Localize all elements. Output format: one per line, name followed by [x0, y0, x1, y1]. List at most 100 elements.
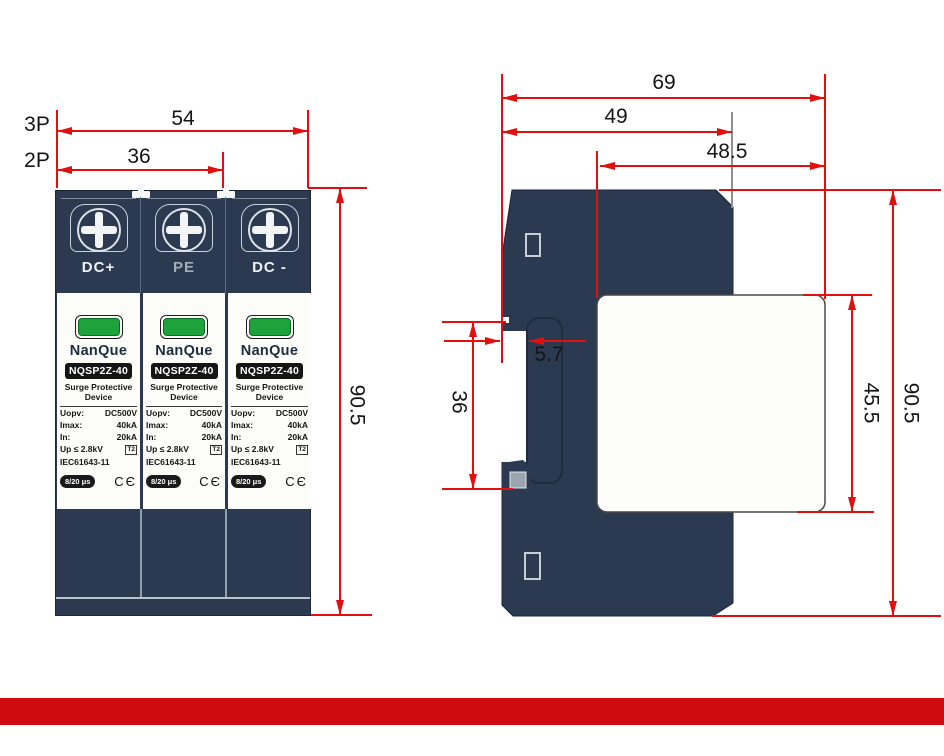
ce-mark-icon: CЄ — [285, 474, 308, 490]
standard-text: IEC61643-11 — [60, 457, 110, 468]
type-line2: Device — [84, 392, 113, 403]
spec-value: 20kA — [201, 432, 222, 443]
standard-text: IEC61643-11 — [231, 457, 281, 468]
terminal-label: PE — [172, 259, 195, 276]
vent-mark-top — [525, 233, 541, 257]
module-joining-clip — [217, 184, 235, 198]
dim-panel-height: 45.5 — [859, 382, 883, 424]
status-indicator-window — [248, 318, 291, 336]
red-footer-bar — [0, 698, 944, 725]
model-badge: NQSP2Z-40 — [236, 363, 303, 379]
up-spec: Up ≤ 2.8kV — [231, 444, 274, 455]
dim-front-height: 90.5 — [345, 384, 369, 426]
type-line1: Surge Protective — [235, 382, 304, 392]
brand-text: NanQue — [155, 343, 213, 359]
impulse-badge: 8/20 μs — [231, 475, 267, 489]
dim-rail-lip: 5.7 — [534, 343, 564, 366]
model-row: NQSP2Z-40 — [231, 361, 308, 379]
model-row: NQSP2Z-40 — [146, 361, 222, 379]
spec-row-imax: Imax: 40kA — [231, 419, 308, 431]
model-badge: NQSP2Z-40 — [65, 363, 132, 379]
spec-label: Imax: — [231, 420, 254, 431]
status-window-frame — [74, 315, 123, 339]
label-footer: 8/20 μs CЄ — [231, 474, 308, 489]
t2-class-badge: T2 — [210, 444, 222, 455]
type-line1: Surge Protective — [150, 382, 218, 392]
dim-depth-total: 69 — [652, 71, 676, 94]
terminal-label: DC+ — [81, 259, 116, 276]
device-type-text: Surge Protective Device — [231, 382, 308, 402]
spec-row-imax: Imax: 40kA — [60, 419, 137, 431]
t2-class-badge: T2 — [125, 444, 137, 455]
status-indicator-window — [77, 318, 120, 336]
spec-value: 40kA — [116, 420, 137, 431]
dim-width-3p: 54 — [171, 107, 195, 130]
dim-depth-body: 49 — [604, 105, 628, 128]
ce-mark-icon: CЄ — [199, 474, 222, 490]
spec-value: 40kA — [287, 420, 308, 431]
model-row: NQSP2Z-40 — [60, 361, 137, 379]
up-spec: Up ≤ 2.8kV — [60, 444, 103, 455]
molding-seam — [61, 198, 136, 199]
spec-value: DC500V — [275, 408, 308, 419]
ce-mark-icon: CЄ — [114, 474, 137, 490]
spd-module-dc-minus: DC - NanQue NQSP2Z-40 Surge Protective D… — [228, 191, 311, 615]
din-channel-outline — [526, 317, 563, 484]
spec-row-uopv: Uopv: DC500V — [231, 407, 308, 419]
spec-row-up: Up ≤ 2.8kV T2 — [60, 443, 137, 456]
terminal-screw-icon — [247, 208, 292, 252]
din-channel-recess — [490, 331, 527, 462]
module-separator — [225, 197, 226, 293]
spec-label: Imax: — [60, 420, 83, 431]
module-joining-clip — [132, 184, 150, 198]
dim-rail-window: 36 — [447, 390, 471, 414]
type-line1: Surge Protective — [64, 382, 133, 392]
terminal-screw-icon — [76, 208, 121, 252]
terminal-label: DC - — [252, 259, 287, 276]
module-separator-bottom — [140, 509, 142, 597]
din-rail-seam — [56, 597, 310, 599]
spec-row-in: In: 20kA — [146, 431, 222, 443]
side-front-panel — [596, 294, 826, 513]
spec-row-up: Up ≤ 2.8kV T2 — [146, 443, 222, 456]
dim-depth-panel: 48.5 — [706, 140, 748, 163]
module-separator — [140, 197, 141, 293]
module-label-card: NanQue NQSP2Z-40 Surge Protective Device… — [57, 293, 140, 509]
spec-label: Uopv: — [146, 408, 171, 419]
spec-value: 20kA — [116, 432, 137, 443]
dimension-lines — [56, 74, 941, 617]
spec-row-in: In: 20kA — [231, 431, 308, 443]
molding-seam — [147, 198, 221, 199]
spec-label: In: — [231, 432, 242, 443]
dim-side-height: 90.5 — [899, 382, 923, 424]
din-slide-clip — [509, 471, 527, 489]
terminal-screw-icon — [162, 208, 206, 252]
spec-label: In: — [60, 432, 71, 443]
label-footer: 8/20 μs CЄ — [146, 474, 222, 489]
t2-class-badge: T2 — [296, 444, 308, 455]
standard-text: IEC61643-11 — [146, 457, 196, 468]
model-badge: NQSP2Z-40 — [150, 363, 218, 379]
label-divider — [60, 406, 137, 408]
side-view-body — [490, 112, 826, 617]
module-separator-bottom — [225, 509, 227, 597]
dim-width-2p: 36 — [127, 145, 151, 168]
type-line2: Device — [255, 392, 284, 403]
label-divider — [146, 406, 222, 408]
device-type-text: Surge Protective Device — [146, 382, 222, 402]
brand-text: NanQue — [240, 343, 299, 359]
device-type-text: Surge Protective Device — [60, 382, 137, 402]
spec-row-uopv: Uopv: DC500V — [146, 407, 222, 419]
spd-module-pe: PE NanQue NQSP2Z-40 Surge Protective Dev… — [143, 191, 225, 615]
spec-row-up: Up ≤ 2.8kV T2 — [231, 443, 308, 456]
pole-label-2p: 2P — [24, 149, 50, 172]
up-spec: Up ≤ 2.8kV — [146, 444, 189, 455]
impulse-badge: 8/20 μs — [146, 475, 182, 489]
spec-label: Uopv: — [231, 408, 256, 419]
type-line2: Device — [170, 392, 198, 403]
spec-label: In: — [146, 432, 157, 443]
spec-row-uopv: Uopv: DC500V — [60, 407, 137, 419]
din-hook-notch — [503, 317, 509, 323]
spec-value: DC500V — [104, 408, 137, 419]
